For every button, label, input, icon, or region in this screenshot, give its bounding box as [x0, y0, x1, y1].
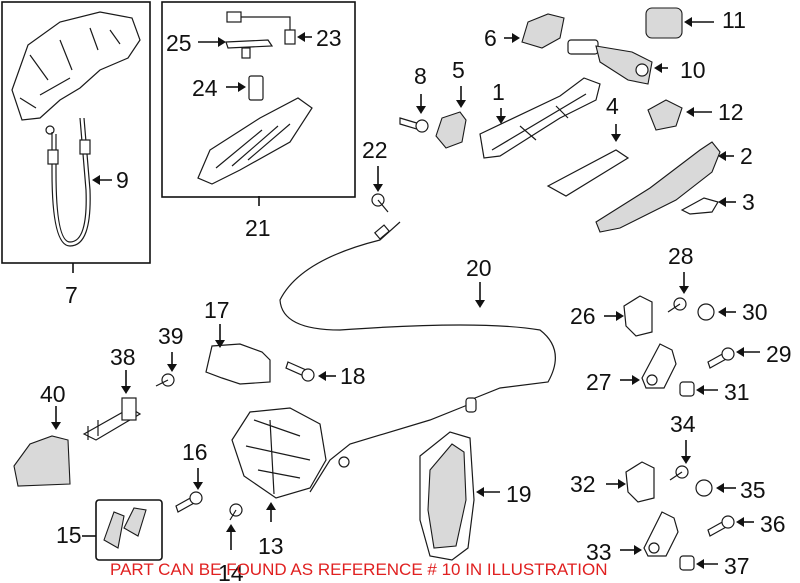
- bolt-14: [229, 503, 243, 521]
- bushing-37: [679, 555, 695, 571]
- callout-37: 37: [724, 553, 750, 579]
- callout-32: 32: [570, 471, 596, 497]
- seal-40: [13, 435, 71, 487]
- hinge-27: [641, 343, 677, 389]
- door-latch: [231, 407, 327, 499]
- bolt-29: [707, 347, 735, 369]
- callout-2: 2: [740, 143, 753, 169]
- callout-36: 36: [760, 511, 786, 537]
- grommets-15: [103, 507, 147, 549]
- handle-cap: [521, 13, 565, 49]
- release-cable: [47, 117, 91, 247]
- callout-24: 24: [192, 75, 218, 101]
- group-box-7: [1, 1, 151, 264]
- handle-insert: [680, 197, 719, 215]
- bracket-17: [205, 343, 271, 385]
- lock-cap: [645, 7, 683, 39]
- callout-5: 5: [452, 57, 465, 83]
- lock-actuator-housing: [11, 11, 141, 135]
- group-box-15: [95, 499, 163, 561]
- bolt-22: [371, 193, 389, 213]
- small-sensor: [248, 75, 264, 101]
- release-cable-20: [279, 221, 556, 493]
- hinge-32: [625, 461, 655, 503]
- callout-39: 39: [158, 323, 184, 349]
- callout-40: 40: [40, 381, 66, 407]
- bezel: [435, 111, 467, 149]
- callout-4: 4: [606, 93, 619, 119]
- callout-16: 16: [182, 439, 208, 465]
- callout-13: 13: [258, 533, 284, 559]
- callout-3: 3: [742, 189, 755, 215]
- bolt-28: [667, 297, 687, 313]
- nut-30: [697, 303, 715, 321]
- callout-34: 34: [670, 411, 696, 437]
- callout-29: 29: [766, 341, 792, 367]
- callout-18: 18: [340, 363, 366, 389]
- callout-23: 23: [316, 25, 342, 51]
- callout-22: 22: [362, 137, 388, 163]
- hinge-33: [643, 511, 679, 557]
- door-check: [82, 397, 142, 441]
- callout-15: 15: [56, 522, 82, 548]
- handle-carrier: [479, 77, 601, 159]
- callout-6: 6: [484, 25, 497, 51]
- callout-26: 26: [570, 303, 596, 329]
- callout-21: 21: [245, 215, 271, 241]
- bolt-39: [155, 373, 175, 387]
- callout-27: 27: [586, 369, 612, 395]
- callout-9: 9: [116, 167, 129, 193]
- callout-11: 11: [722, 7, 746, 33]
- bolt-18: [285, 361, 315, 382]
- callout-10: 10: [680, 57, 706, 83]
- wiring-connector: [225, 11, 296, 59]
- callout-17: 17: [204, 297, 230, 323]
- callout-14: 14: [218, 560, 244, 583]
- bolt-34: [669, 465, 689, 481]
- handle-gasket: [546, 149, 630, 197]
- lock-cylinder: [567, 39, 653, 85]
- hinge-26: [623, 295, 653, 337]
- bolt-36: [707, 515, 735, 537]
- callout-31: 31: [724, 379, 750, 405]
- callout-19: 19: [506, 481, 532, 507]
- inner-handle-housing: [197, 97, 313, 185]
- callout-33: 33: [586, 539, 612, 565]
- bolt-16: [175, 491, 203, 513]
- inner-panel-19: [419, 431, 475, 561]
- callout-38: 38: [110, 344, 136, 370]
- callout-1: 1: [492, 79, 505, 105]
- bushing-31: [679, 381, 695, 397]
- clip-12: [647, 99, 683, 131]
- callout-25: 25: [166, 30, 192, 56]
- outer-handle: [595, 141, 721, 233]
- callout-20: 20: [466, 255, 492, 281]
- callout-8: 8: [414, 63, 427, 89]
- callout-7: 7: [65, 282, 78, 308]
- callout-28: 28: [668, 243, 694, 269]
- nut-35: [695, 479, 713, 497]
- bolt-8: [399, 117, 429, 133]
- callout-12: 12: [718, 99, 744, 125]
- callout-35: 35: [740, 477, 766, 503]
- part-reference-notice: PART CAN BE FOUND AS REFERENCE # 10 IN I…: [110, 560, 608, 579]
- callout-30: 30: [742, 299, 768, 325]
